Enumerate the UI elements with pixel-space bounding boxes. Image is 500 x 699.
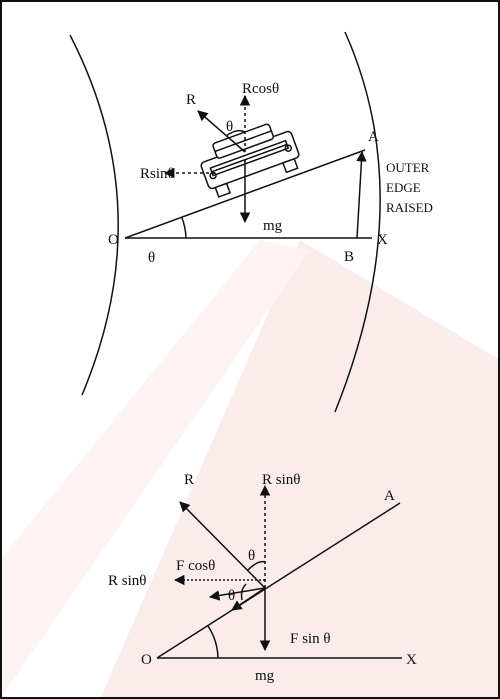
angle-arc-base bbox=[181, 217, 187, 239]
angle-arc-bottom-base bbox=[207, 625, 219, 659]
label-Rsin-bottom-left: R sinθ bbox=[108, 573, 146, 589]
road-outer-curve bbox=[334, 31, 381, 413]
label-O-top: O bbox=[108, 232, 119, 248]
label-theta-bottom-top: θ bbox=[248, 548, 255, 564]
arrow-R-top bbox=[197, 110, 246, 153]
label-B-top: B bbox=[344, 249, 354, 265]
top-diagram bbox=[69, 31, 381, 413]
label-X-top: X bbox=[377, 232, 388, 248]
label-R-bottom: R bbox=[184, 472, 194, 488]
bottom-labels: R R sinθ A θ F cosθ R sinθ θ F sin θ O X… bbox=[108, 472, 417, 684]
label-Rsin-top: Rsinθ bbox=[140, 166, 175, 182]
angle-arc-bottom-mid bbox=[240, 583, 247, 601]
label-raised: RAISED bbox=[386, 200, 433, 215]
car bbox=[200, 123, 300, 198]
arrow-R-bottom bbox=[179, 501, 266, 589]
label-Fsin: F sin θ bbox=[290, 631, 331, 647]
bottom-diagram bbox=[156, 484, 402, 659]
label-X-bottom: X bbox=[406, 652, 417, 668]
incline-oa-bottom bbox=[156, 502, 401, 659]
label-A-top: A bbox=[368, 129, 379, 145]
label-edge: EDGE bbox=[386, 180, 421, 195]
label-outer: OUTER bbox=[386, 160, 430, 175]
label-Fcos: F cosθ bbox=[176, 558, 215, 574]
label-Rsin-bottom-top: R sinθ bbox=[262, 472, 300, 488]
label-mg-top: mg bbox=[263, 218, 283, 234]
top-labels: R Rcosθ θ Rsinθ A OUTER EDGE RAISED mg O… bbox=[108, 81, 433, 266]
label-O-bottom: O bbox=[141, 652, 152, 668]
label-A-bottom: A bbox=[384, 488, 395, 504]
angle-arc-bottom-top bbox=[247, 560, 266, 571]
label-mg-bottom: mg bbox=[255, 668, 275, 684]
label-theta-car: θ bbox=[226, 119, 233, 135]
road-inner-curve bbox=[69, 34, 119, 396]
watermark bbox=[0, 240, 500, 699]
angle-arc-car bbox=[225, 129, 246, 137]
label-Rcos-top: Rcosθ bbox=[242, 81, 279, 97]
arrow-F-incline bbox=[231, 587, 266, 611]
arrow-Fcos bbox=[208, 587, 266, 601]
label-theta-base: θ bbox=[148, 250, 155, 266]
label-R-top: R bbox=[186, 92, 196, 108]
label-theta-bottom-mid: θ bbox=[228, 588, 235, 604]
raised-edge-ab bbox=[356, 150, 367, 239]
